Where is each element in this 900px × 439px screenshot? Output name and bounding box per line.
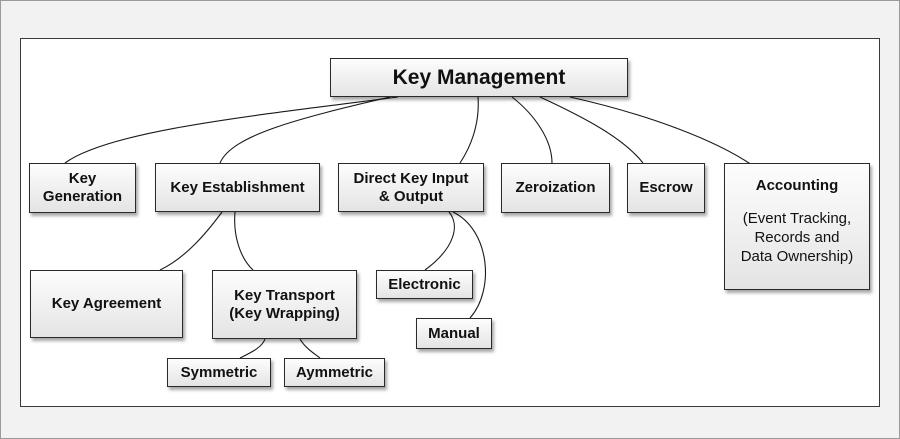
node-symmetric: Symmetric <box>167 358 271 387</box>
edge-direct-manual <box>452 211 487 319</box>
edge-establishment-agreement <box>159 211 223 271</box>
node-escrow-label: Escrow <box>639 179 693 196</box>
node-escrow: Escrow <box>627 163 705 213</box>
node-key-generation-label: Key Generation <box>42 170 123 205</box>
edge-root-escrow <box>539 96 644 164</box>
node-direct-key-io: Direct Key Input & Output <box>338 163 484 212</box>
node-aymmetric: Aymmetric <box>284 358 385 387</box>
node-electronic-label: Electronic <box>388 275 461 293</box>
edge-root-accounting <box>569 96 753 166</box>
edge-establishment-transport <box>234 211 254 271</box>
node-key-management-label: Key Management <box>392 65 566 89</box>
node-key-transport-label: Key Transport (Key Wrapping) <box>229 286 340 322</box>
node-key-transport: Key Transport (Key Wrapping) <box>212 270 357 339</box>
node-accounting: Accounting (Event Tracking, Records and … <box>724 163 870 290</box>
node-zeroization-label: Zeroization <box>515 179 596 196</box>
node-accounting-label: Accounting <box>755 177 839 194</box>
node-electronic: Electronic <box>376 270 473 299</box>
node-direct-key-io-label: Direct Key Input & Output <box>353 169 469 205</box>
node-manual: Manual <box>416 318 492 349</box>
edge-transport-symmetric <box>239 338 266 359</box>
edge-transport-aymmetric <box>299 338 321 359</box>
node-key-establishment: Key Establishment <box>155 163 320 212</box>
edge-direct-electronic <box>424 211 455 271</box>
node-manual-label: Manual <box>428 324 480 342</box>
node-key-agreement-label: Key Agreement <box>51 295 162 312</box>
node-zeroization: Zeroization <box>501 163 610 213</box>
node-accounting-detail: (Event Tracking, Records and Data Owners… <box>740 210 854 265</box>
node-key-agreement: Key Agreement <box>30 270 183 338</box>
node-aymmetric-label: Aymmetric <box>296 363 373 381</box>
edge-root-key-establishment <box>219 96 391 164</box>
node-key-establishment-label: Key Establishment <box>170 178 305 196</box>
node-key-generation: Key Generation <box>29 163 136 213</box>
edge-root-direct-key-io <box>459 96 479 164</box>
node-key-management: Key Management <box>330 58 628 97</box>
edge-root-zeroization <box>511 96 553 164</box>
edge-root-key-generation <box>64 96 399 164</box>
node-symmetric-label: Symmetric <box>180 363 258 381</box>
